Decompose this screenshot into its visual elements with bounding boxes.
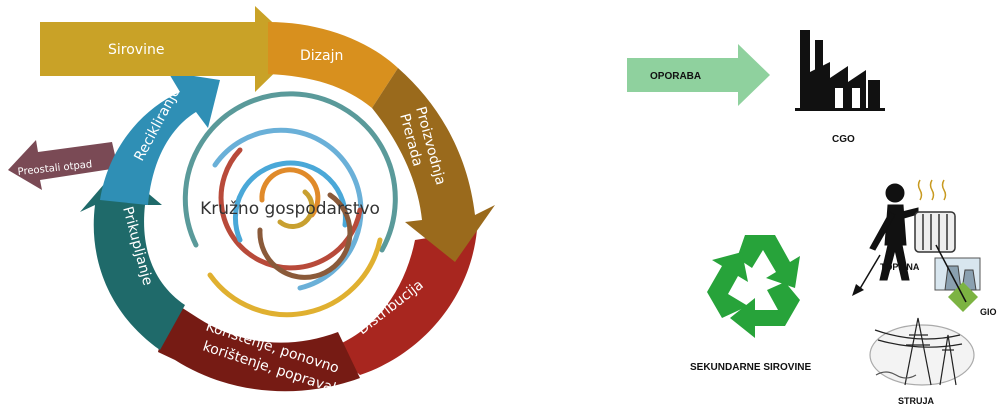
raw-materials-arrow bbox=[40, 6, 300, 92]
radiator-icon bbox=[914, 179, 956, 253]
power-pointer-line bbox=[935, 244, 967, 303]
power-plant-icon bbox=[934, 257, 981, 291]
inner-ring-sky bbox=[232, 160, 348, 243]
heat-label: TOPLINA bbox=[880, 262, 920, 272]
secondary-raw-label: SEKUNDARNE SIROVINE bbox=[690, 362, 811, 373]
inner-ring-gold bbox=[277, 189, 315, 230]
recycling-segment bbox=[100, 72, 220, 205]
distribution-segment bbox=[330, 230, 477, 375]
inner-ring-brown bbox=[257, 192, 353, 280]
gio-label: GIO bbox=[980, 307, 997, 317]
inner-ring-teal bbox=[182, 91, 398, 253]
heat-pointer-arrowhead bbox=[852, 284, 864, 296]
center-title: Kružno gospodarstvo bbox=[200, 199, 380, 219]
use-reuse-repair-segment bbox=[158, 300, 360, 392]
design-label: Dizajn bbox=[300, 48, 343, 64]
cgo-label: CGO bbox=[832, 134, 855, 145]
circular-economy-diagram: Distribucija Korištenje, ponovno korište… bbox=[8, 6, 495, 398]
recovery-arrow bbox=[627, 44, 770, 106]
design-segment bbox=[268, 22, 398, 108]
recycle-icon bbox=[707, 235, 800, 338]
production-segment bbox=[372, 68, 495, 262]
waste-flow-diagram: OPORABA CGO SEKUNDARNE SIROVINE bbox=[627, 30, 997, 406]
pylon-icon bbox=[869, 317, 975, 386]
worker-icon bbox=[869, 183, 919, 281]
electricity-label: STRUJA bbox=[898, 396, 935, 406]
inner-ring-red bbox=[218, 147, 363, 271]
heat-pointer-line bbox=[857, 254, 881, 293]
inner-spiral-arrows bbox=[182, 91, 398, 318]
factory-icon bbox=[795, 30, 885, 111]
residual-waste-arrow bbox=[8, 140, 118, 190]
raw-materials-label: Sirovine bbox=[108, 42, 164, 58]
collection-segment bbox=[80, 168, 185, 350]
inner-ring-orange bbox=[259, 167, 321, 218]
recovery-label: OPORABA bbox=[650, 71, 701, 82]
inner-ring-amber bbox=[207, 237, 383, 318]
